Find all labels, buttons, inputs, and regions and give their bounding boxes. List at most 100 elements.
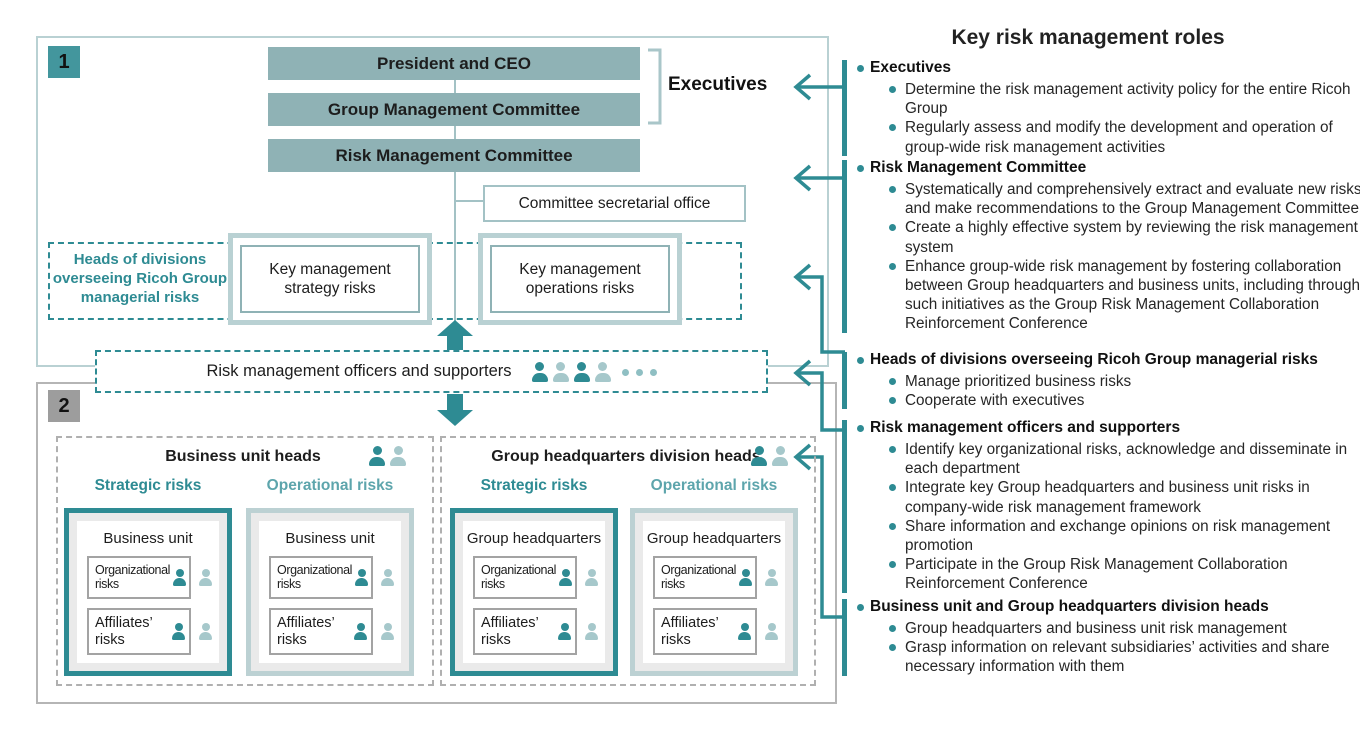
- risk-box-business-unit-strategic: Business unit Organizational risks Affil…: [64, 508, 232, 676]
- organizational-risks-label: Organizational risks: [95, 563, 171, 591]
- role-item: Grasp information on relevant subsidiari…: [888, 638, 1360, 676]
- person-icon: [354, 623, 367, 640]
- person-icon: [173, 569, 186, 586]
- section1-badge: 1: [48, 46, 80, 78]
- people-group-icons: [531, 361, 657, 382]
- operational-risks-label: Operational risks: [650, 477, 778, 494]
- risk-box-group-hq-strategic: Group headquarters Organizational risks …: [450, 508, 618, 676]
- bar-president-ceo: President and CEO: [268, 47, 640, 80]
- role-item: Integrate key Group headquarters and bus…: [888, 478, 1360, 516]
- person-icon: [772, 446, 788, 466]
- organizational-risks-label: Organizational risks: [481, 563, 557, 591]
- person-icon: [369, 446, 385, 466]
- affiliates-risks-label: Affiliates’ risks: [481, 615, 539, 648]
- role-item: Systematically and comprehensively extra…: [888, 180, 1360, 218]
- role-item: Identify key organizational risks, ackno…: [888, 440, 1360, 478]
- person-icon: [355, 569, 368, 586]
- business-unit-heads-heading: Business unit heads: [56, 444, 430, 470]
- person-icon: [381, 623, 394, 640]
- role-section-heads-of-divisions: Heads of divisions overseeing Ricoh Grou…: [842, 350, 1360, 410]
- affiliates-risks-label: Affiliates’ risks: [95, 615, 153, 648]
- strategic-risks-label: Strategic risks: [94, 477, 202, 494]
- person-icon: [199, 623, 212, 640]
- role-item: Participate in the Group Risk Management…: [888, 555, 1360, 593]
- person-icon: [552, 361, 569, 382]
- organizational-risks-label: Organizational risks: [277, 563, 353, 591]
- person-icon: [172, 623, 185, 640]
- down-block-arrow-stem: [447, 394, 463, 411]
- down-block-arrow-icon: [437, 410, 473, 426]
- person-icon: [390, 446, 406, 466]
- accent-bar: [842, 60, 847, 156]
- person-icon: [751, 446, 767, 466]
- organizational-risks-label: Organizational risks: [661, 563, 737, 591]
- person-icon: [765, 623, 778, 640]
- affiliates-risks-label: Affiliates’ risks: [661, 615, 719, 648]
- role-item: Enhance group-wide risk management by fo…: [888, 257, 1360, 334]
- bar-group-management-committee: Group Management Committee: [268, 93, 640, 126]
- role-item: Determine the risk management activity p…: [888, 80, 1360, 118]
- role-heading: Business unit and Group headquarters div…: [857, 597, 1360, 617]
- affiliates-risks-label: Affiliates’ risks: [277, 615, 335, 648]
- role-heading: Executives: [857, 58, 1360, 78]
- risk-box-title: Business unit: [285, 530, 375, 547]
- role-heading: Risk management officers and supporters: [857, 418, 1360, 438]
- role-item: Regularly assess and modify the developm…: [888, 118, 1360, 156]
- people-pair-icons: [751, 446, 788, 466]
- person-icon: [573, 361, 590, 382]
- group-hq-division-heads-label: Group headquarters division heads: [491, 448, 761, 465]
- role-item: Share information and exchange opinions …: [888, 517, 1360, 555]
- person-icon: [765, 569, 778, 586]
- role-heading: Risk Management Committee: [857, 158, 1360, 178]
- risk-box-title: Group headquarters: [646, 530, 782, 547]
- section2-badge: 2: [48, 390, 80, 422]
- committee-secretarial-office-box: Committee secretarial office: [483, 185, 746, 222]
- role-item: Group headquarters and business unit ris…: [888, 619, 1360, 638]
- person-icon: [381, 569, 394, 586]
- risk-box-business-unit-operational: Business unit Organizational risks Affil…: [246, 508, 414, 676]
- role-item: Create a highly effective system by revi…: [888, 218, 1360, 256]
- accent-bar: [842, 160, 847, 333]
- group-hq-division-heads-heading: Group headquarters division heads: [440, 444, 812, 470]
- person-icon: [559, 569, 572, 586]
- operational-risks-label: Operational risks: [266, 477, 394, 494]
- group-hq-division-heads-group-box: [440, 436, 816, 686]
- risk-officers-label: Risk management officers and supporters: [206, 362, 512, 380]
- risk-officers-box: Risk management officers and supporters: [95, 350, 768, 393]
- up-block-arrow-stem: [447, 335, 463, 352]
- person-icon: [738, 623, 751, 640]
- role-section-risk-officers: Risk management officers and supporters …: [842, 418, 1360, 594]
- role-section-risk-management-committee: Risk Management Committee Systematically…: [842, 158, 1360, 334]
- accent-bar: [842, 420, 847, 593]
- role-item: Manage prioritized business risks: [888, 372, 1360, 391]
- person-icon: [531, 361, 548, 382]
- role-section-division-heads: Business unit and Group headquarters div…: [842, 597, 1360, 677]
- executives-label: Executives: [668, 74, 768, 95]
- key-operations-risks-label: Key management operations risks: [490, 245, 670, 313]
- key-strategy-risks-box: Key management strategy risks: [228, 233, 432, 325]
- business-unit-heads-label: Business unit heads: [165, 448, 321, 465]
- heads-of-divisions-label: Heads of divisions overseeing Ricoh Grou…: [52, 251, 228, 306]
- role-heading: Heads of divisions overseeing Ricoh Grou…: [857, 350, 1360, 370]
- person-icon: [594, 361, 611, 382]
- ellipsis-dots: [621, 368, 657, 376]
- roles-panel-title: Key risk management roles: [951, 26, 1225, 49]
- key-operations-risks-box: Key management operations risks: [478, 233, 682, 325]
- bar-risk-management-committee: Risk Management Committee: [268, 139, 640, 172]
- role-item: Cooperate with executives: [888, 391, 1360, 410]
- strategic-risks-label: Strategic risks: [480, 477, 588, 494]
- person-icon: [585, 569, 598, 586]
- accent-bar: [842, 599, 847, 676]
- person-icon: [199, 569, 212, 586]
- people-pair-icons: [369, 446, 406, 466]
- up-block-arrow-icon: [437, 320, 473, 336]
- risk-box-group-hq-operational: Group headquarters Organizational risks …: [630, 508, 798, 676]
- business-unit-heads-group-box: [56, 436, 434, 686]
- person-icon: [739, 569, 752, 586]
- role-section-executives: Executives Determine the risk management…: [842, 58, 1360, 157]
- person-icon: [558, 623, 571, 640]
- key-strategy-risks-label: Key management strategy risks: [240, 245, 420, 313]
- risk-box-title: Group headquarters: [466, 530, 602, 547]
